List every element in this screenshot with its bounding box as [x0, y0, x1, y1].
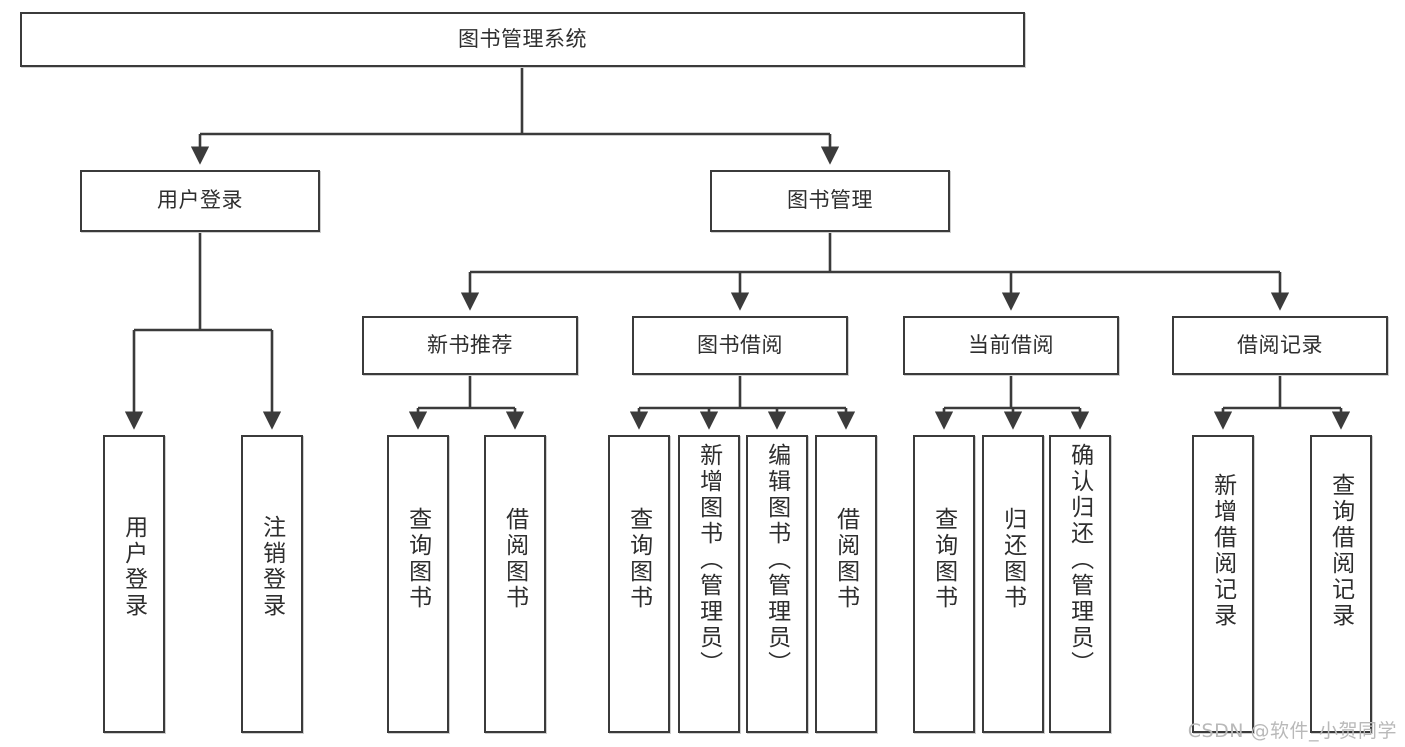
- node-book-borrow[interactable]: 图书借阅: [632, 316, 848, 375]
- node-leaf-query-books-recommend-label: 查询图书: [405, 507, 432, 611]
- node-leaf-add-borrow-record[interactable]: 新增借阅记录: [1192, 435, 1254, 733]
- node-borrow-records-label: 借阅记录: [1237, 333, 1323, 357]
- node-leaf-user-login[interactable]: 用户登录: [103, 435, 165, 733]
- node-leaf-logout[interactable]: 注销登录: [241, 435, 303, 733]
- node-user-login-label: 用户登录: [157, 189, 243, 213]
- node-leaf-add-borrow-record-label: 新增借阅记录: [1210, 473, 1237, 629]
- node-new-book-recommend-label: 新书推荐: [427, 333, 513, 357]
- node-root-label: 图书管理系统: [458, 27, 587, 51]
- node-leaf-query-books-current[interactable]: 查询图书: [913, 435, 975, 733]
- node-root[interactable]: 图书管理系统: [20, 12, 1025, 67]
- node-book-management-label: 图书管理: [787, 189, 873, 213]
- node-leaf-add-book-admin[interactable]: 新增图书（管理员）: [678, 435, 740, 733]
- node-leaf-borrow-books-recommend[interactable]: 借阅图书: [484, 435, 546, 733]
- node-leaf-logout-label: 注销登录: [259, 515, 286, 619]
- node-leaf-query-books-borrow-label: 查询图书: [626, 507, 653, 611]
- node-leaf-return-books[interactable]: 归还图书: [982, 435, 1044, 733]
- node-leaf-query-books-current-label: 查询图书: [931, 507, 958, 611]
- node-leaf-borrow-books-label: 借阅图书: [833, 507, 860, 611]
- node-book-borrow-label: 图书借阅: [697, 333, 783, 357]
- node-leaf-query-borrow-record[interactable]: 查询借阅记录: [1310, 435, 1372, 733]
- node-leaf-query-borrow-record-label: 查询借阅记录: [1328, 473, 1355, 629]
- node-leaf-confirm-return-admin[interactable]: 确认归还（管理员）: [1049, 435, 1111, 733]
- node-book-management[interactable]: 图书管理: [710, 170, 950, 232]
- watermark: CSDN @软件_小贺同学: [1187, 720, 1397, 742]
- node-leaf-query-books-recommend[interactable]: 查询图书: [387, 435, 449, 733]
- node-borrow-records[interactable]: 借阅记录: [1172, 316, 1388, 375]
- node-leaf-user-login-label: 用户登录: [121, 515, 148, 619]
- node-leaf-edit-book-admin[interactable]: 编辑图书（管理员）: [746, 435, 808, 733]
- node-new-book-recommend[interactable]: 新书推荐: [362, 316, 578, 375]
- node-leaf-borrow-books[interactable]: 借阅图书: [815, 435, 877, 733]
- node-user-login[interactable]: 用户登录: [80, 170, 320, 232]
- node-leaf-edit-book-admin-label: 编辑图书（管理员）: [764, 443, 791, 677]
- node-current-borrow[interactable]: 当前借阅: [903, 316, 1119, 375]
- node-current-borrow-label: 当前借阅: [968, 333, 1054, 357]
- node-leaf-query-books-borrow[interactable]: 查询图书: [608, 435, 670, 733]
- node-leaf-add-book-admin-label: 新增图书（管理员）: [696, 443, 723, 677]
- node-leaf-borrow-books-recommend-label: 借阅图书: [502, 507, 529, 611]
- node-leaf-return-books-label: 归还图书: [1000, 507, 1027, 611]
- node-leaf-confirm-return-admin-label: 确认归还（管理员）: [1067, 443, 1094, 677]
